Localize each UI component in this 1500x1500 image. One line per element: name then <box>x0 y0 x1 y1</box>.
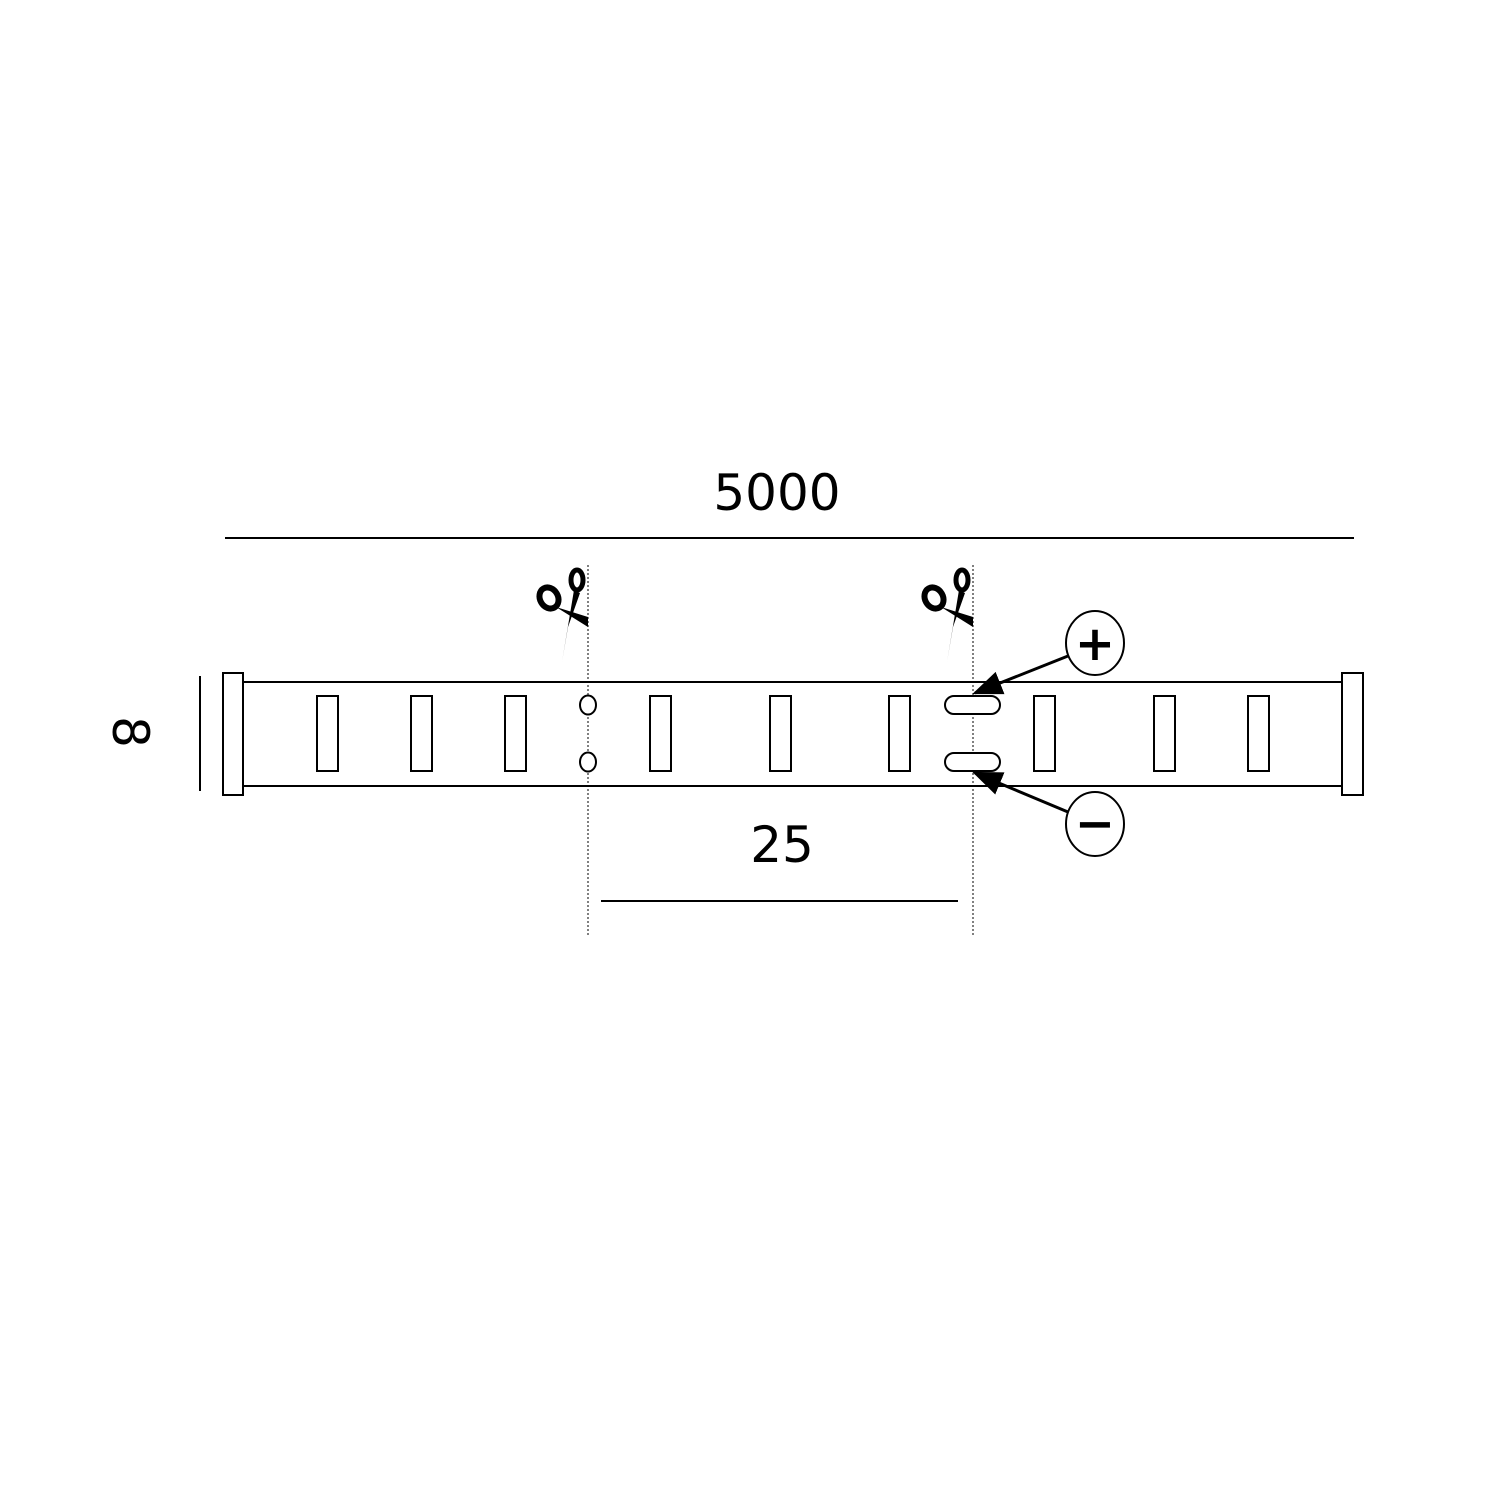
positive-symbol: + <box>1075 616 1115 672</box>
negative-symbol: − <box>1075 796 1115 852</box>
solder-pad-positive <box>944 695 1001 715</box>
solder-pad-negative <box>944 752 1001 772</box>
cut-point-dot <box>579 694 597 716</box>
led-chip <box>1153 695 1176 772</box>
end-cap-left <box>222 672 244 796</box>
led-chip <box>504 695 527 772</box>
scissors-icon <box>536 567 588 662</box>
led-chip <box>649 695 672 772</box>
led-chip <box>410 695 433 772</box>
cut-interval-label: 25 <box>750 816 814 874</box>
total-length-label: 5000 <box>713 464 840 522</box>
cut-point-dot <box>579 751 597 773</box>
positive-circle <box>1065 610 1125 676</box>
end-cap-right <box>1341 672 1364 796</box>
led-chips <box>316 695 1270 772</box>
led-chip <box>769 695 792 772</box>
led-chip <box>1247 695 1270 772</box>
negative-circle <box>1065 791 1125 857</box>
led-chip <box>316 695 339 772</box>
led-chip <box>1033 695 1056 772</box>
scissors-icon <box>921 567 973 662</box>
negative-arrow <box>972 771 1069 814</box>
positive-arrow <box>972 654 1069 695</box>
led-chip <box>888 695 911 772</box>
width-label: 8 <box>101 716 159 748</box>
